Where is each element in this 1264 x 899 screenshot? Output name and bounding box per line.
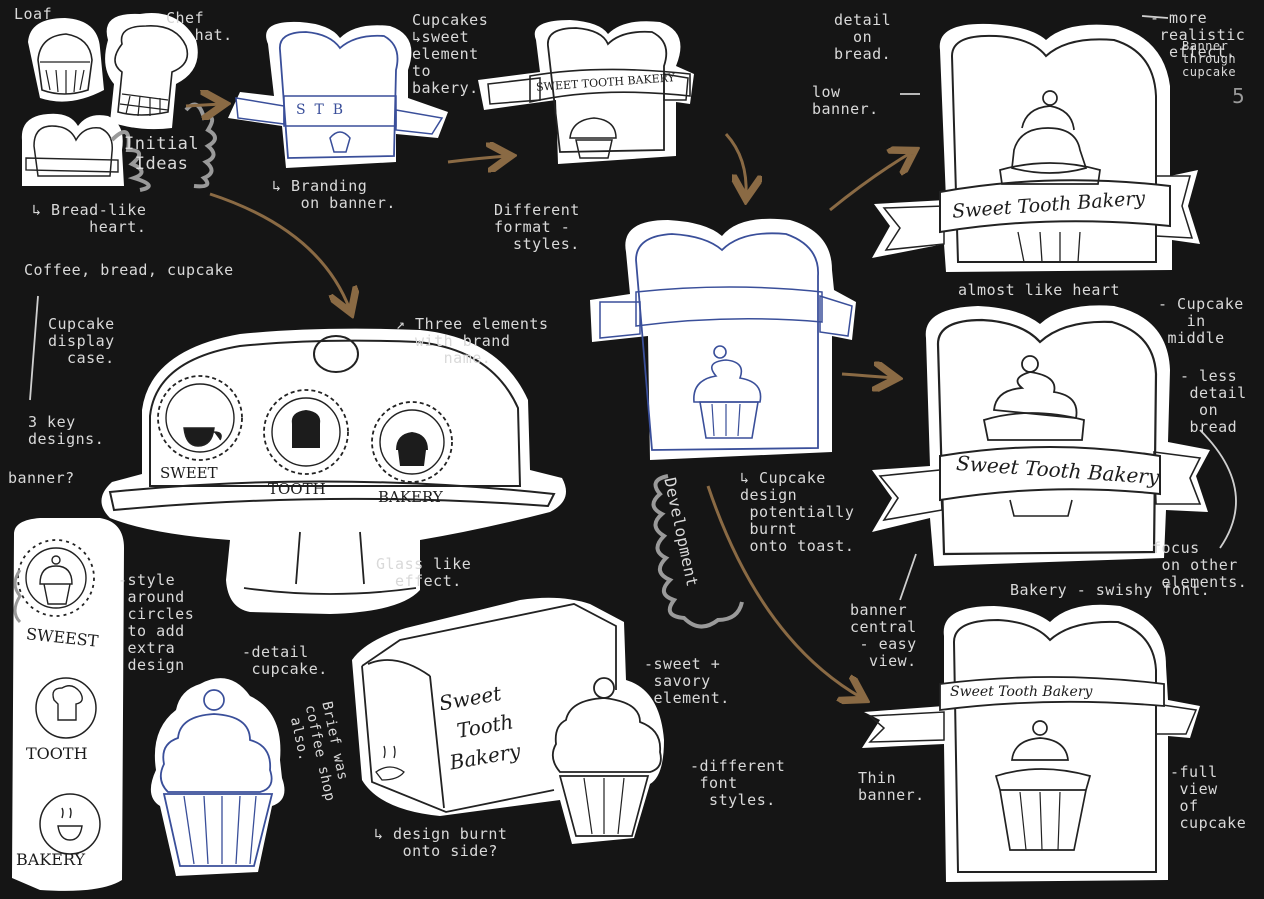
- ink-banner-thin: Sweet Tooth Bakery: [950, 684, 1093, 700]
- scallop-decoration: [110, 130, 151, 192]
- note-thin-banner: Thin banner.: [858, 769, 925, 804]
- note-different-format: Different format - styles.: [494, 201, 580, 253]
- note-focus-other-elements: focus on other elements.: [1152, 539, 1248, 591]
- chef-hat-sketch: [105, 13, 198, 130]
- note-bakery-swishy-font: Bakery - swishy font.: [1010, 581, 1211, 599]
- note-glass-like-effect: Glass like effect.: [376, 555, 472, 590]
- note-banner-question: banner?: [8, 469, 75, 487]
- note-detail-on-bread: detail on bread.: [834, 11, 892, 63]
- note-initial-ideas: Initial Ideas: [124, 134, 200, 174]
- logo-strip-sketch: [12, 518, 124, 891]
- note-chef-hat: Chef hat.: [166, 9, 233, 44]
- note-full-view-cupcake: -full view of cupcake: [1170, 763, 1247, 832]
- flow-arrows: [185, 104, 912, 698]
- note-cupcake-design-burnt: ↳ Cupcake design potentially burnt onto …: [740, 469, 855, 555]
- page-number: 5: [1232, 84, 1245, 108]
- strip-scallop: [13, 569, 22, 624]
- note-style-around-circles: -style around circles to add extra desig…: [118, 571, 195, 674]
- note-detail-cupcake: -detail cupcake.: [242, 643, 328, 678]
- note-three-key-designs: 3 key designs.: [28, 413, 105, 448]
- ink-strip-tooth: TOOTH: [26, 744, 88, 763]
- note-different-font-styles: -different font styles.: [690, 757, 786, 809]
- note-coffee-bread-cupcake: Coffee, bread, cupcake: [24, 261, 234, 279]
- note-three-elements: ↗ Three elements with brand name.: [396, 315, 549, 367]
- detail-cupcake-sketch: [150, 678, 285, 876]
- note-sweet-savory: -sweet + savory element.: [644, 655, 730, 707]
- small-banner-loaf-sketch: [478, 20, 694, 164]
- note-cupcakes-sweet-element: Cupcakes ↳sweet element to bakery.: [412, 11, 489, 97]
- ink-dome-bakery: BAKERY: [378, 488, 443, 506]
- detailed-toast-sketch: [872, 23, 1200, 272]
- note-banner-central: banner central - easy view.: [850, 601, 917, 670]
- note-less-detail: - less detail on bread: [1180, 367, 1247, 436]
- ink-dome-tooth: TOOTH: [268, 480, 326, 498]
- stb-loaf-sketch: [228, 21, 448, 168]
- swirl-banner-toast-sketch: [872, 305, 1210, 566]
- ink-stb-initials: S T B: [296, 102, 344, 118]
- note-more-realistic: - more realistic effect.: [1150, 9, 1246, 61]
- development-scallop: [651, 474, 744, 629]
- note-loaf: Loaf: [14, 5, 53, 23]
- note-low-banner: low banner.: [812, 83, 879, 118]
- note-cupcake-display-case: Cupcake display case.: [48, 315, 115, 367]
- note-almost-like-heart: almost like heart: [958, 281, 1121, 299]
- ink-strip-bakery: BAKERY: [16, 850, 86, 869]
- note-branding-on-banner: ↳ Branding on banner.: [272, 177, 396, 212]
- note-bread-like-heart: ↳ Bread-like heart.: [32, 201, 147, 236]
- thin-banner-toast-sketch: [862, 604, 1200, 882]
- ink-dome-sweet: SWEET: [160, 464, 218, 482]
- chalk-pointers: [29, 15, 1237, 601]
- note-banner-through-cupcake: Banner through cupcake: [1182, 39, 1237, 79]
- cupcake-display-dome-sketch: [101, 328, 566, 614]
- note-cupcake-in-middle: - Cupcake in middle: [1158, 295, 1244, 347]
- blue-cupcake-toast-sketch: [590, 218, 856, 460]
- loaf-cupcake-sketch: [352, 597, 664, 844]
- bread-heart-sketch: [21, 113, 124, 186]
- note-design-burnt-side: ↳ design burnt onto side?: [374, 825, 508, 860]
- loaf-muffin-sketch: [28, 18, 104, 102]
- ink-loaf-brand: Sweet Tooth Bakery: [437, 680, 523, 775]
